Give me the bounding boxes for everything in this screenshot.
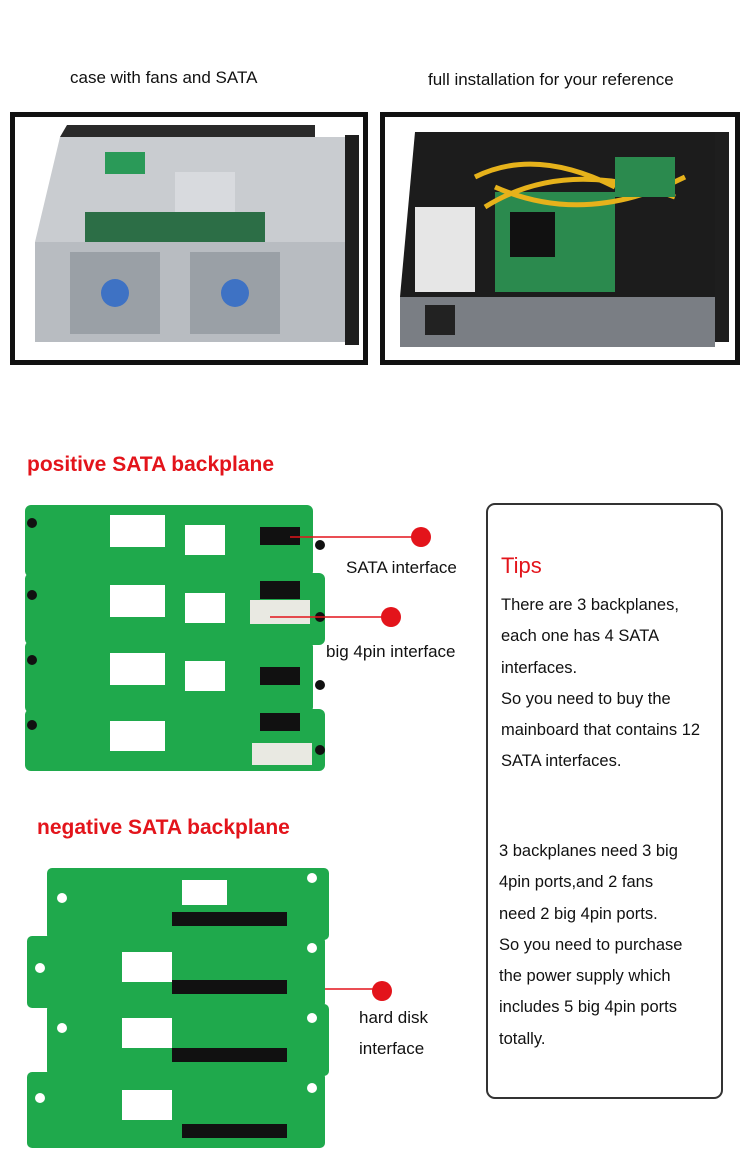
tips-line: So you need to buy the [501,689,671,708]
tips-line: 4pin ports,and 2 fans [499,873,654,892]
installation-caption: full installation for your reference [428,70,674,89]
positive-backplane-title: positive SATA backplane [27,453,275,476]
tips-panel [486,503,723,1099]
positive-backplane-image [20,505,335,773]
tips-line: includes 5 big 4pin ports [499,998,677,1017]
interface-label: interface [359,1039,425,1058]
big-4pin-interface-label: big 4pin interface [326,642,456,661]
tips-line: mainboard that contains 12 [501,721,701,740]
tips-line: totally. [499,1029,546,1048]
tips-line: So you need to purchase [499,935,683,954]
tips-line: need 2 big 4pin ports. [499,904,658,923]
tips-line: each one has 4 SATA [501,627,660,646]
negative-backplane-image [22,868,332,1150]
tips-line: interfaces. [501,658,578,677]
hdd-callout-dot [372,981,392,1001]
tips-line: There are 3 backplanes, [501,596,679,614]
case-photo [10,112,368,365]
tips-paragraph-2: 3 backplanes need 3 big 4pin ports,and 2… [499,836,682,1055]
tips-title: Tips [501,553,542,578]
installation-photo [380,112,740,365]
tips-line: SATA interfaces. [501,752,622,771]
case-caption: case with fans and SATA [70,68,258,87]
sata-interface-label: SATA interface [346,558,457,577]
sata-callout-dot [411,527,431,547]
negative-backplane-title: negative SATA backplane [37,816,290,839]
tips-line: 3 backplanes need 3 big [499,842,678,860]
tips-paragraph-1: There are 3 backplanes, each one has 4 S… [501,590,700,778]
hard-disk-label: hard disk [359,1008,428,1027]
tips-line: the power supply which [499,967,671,986]
pin-callout-dot [381,607,401,627]
